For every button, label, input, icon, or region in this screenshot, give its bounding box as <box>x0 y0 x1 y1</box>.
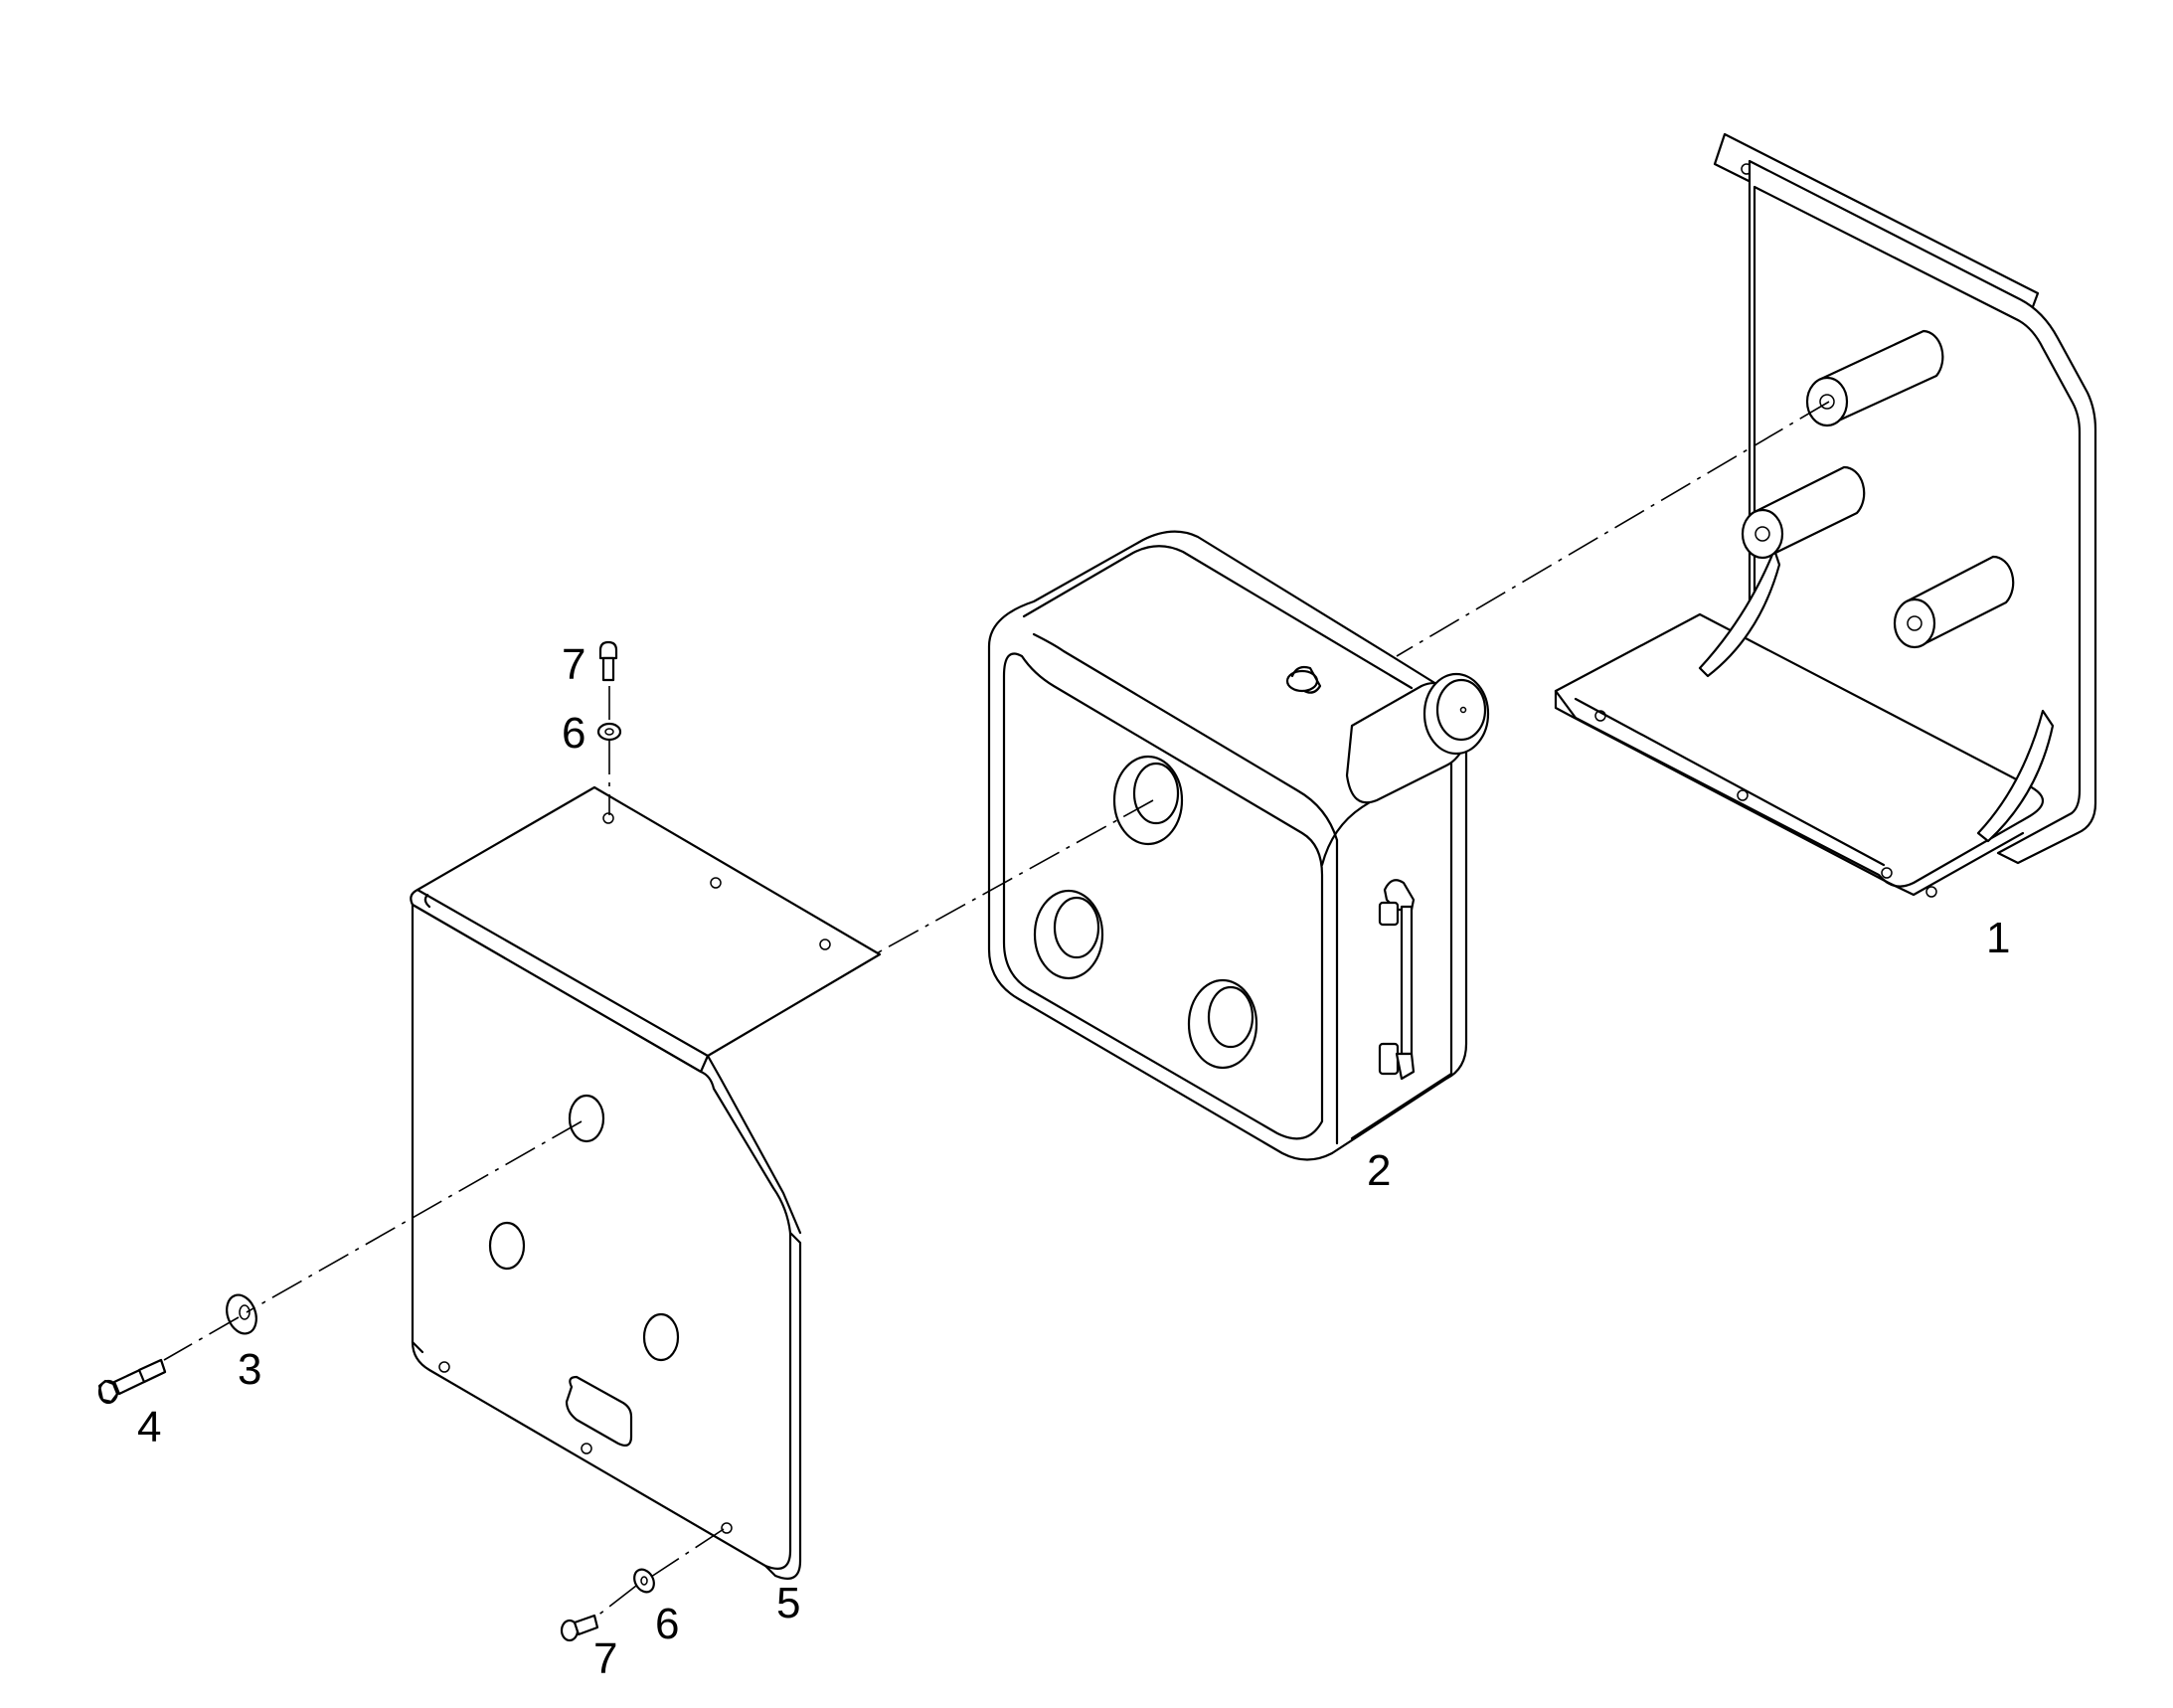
part-7-screw-top <box>598 640 618 682</box>
plate-hole-right <box>642 1312 680 1362</box>
part-1-rear-bracket <box>1554 132 2097 898</box>
callout-4: 4 <box>137 1403 161 1452</box>
plate-hole-left <box>488 1221 526 1271</box>
part-2-tank <box>987 530 1490 1161</box>
tank-vent-fitting <box>1285 665 1322 694</box>
part-6-washer-top <box>596 722 622 742</box>
callout-2: 2 <box>1367 1146 1391 1195</box>
callout-3: 3 <box>238 1345 261 1394</box>
standoff-bottom <box>1893 555 2015 649</box>
callouts: 1 2 3 4 5 6 6 7 7 <box>137 640 2010 1683</box>
plate-hole-top <box>568 1094 605 1143</box>
part-7-screw-bottom <box>560 1614 599 1642</box>
tank-filler-cap <box>1345 672 1490 804</box>
callout-7-bottom: 7 <box>593 1634 617 1683</box>
part-6-washer-bottom <box>633 1568 655 1594</box>
callout-6-bottom: 6 <box>655 1600 679 1648</box>
tank-hole-right <box>1187 978 1258 1070</box>
standoff-top <box>1805 329 1944 427</box>
callout-7-top: 7 <box>562 640 585 689</box>
callout-5: 5 <box>776 1579 800 1627</box>
tank-hole-top <box>1112 755 1184 846</box>
part-3-washer <box>226 1293 257 1335</box>
plate-slot <box>565 1375 633 1447</box>
tank-sight-gauge <box>1378 879 1416 1081</box>
part-4-bolt <box>97 1358 167 1405</box>
tank-hole-left <box>1033 889 1104 980</box>
center-lines <box>163 401 1830 1618</box>
part-5-front-bracket <box>410 785 882 1580</box>
callout-6-top: 6 <box>562 709 585 758</box>
standoff-middle <box>1741 465 1866 560</box>
callout-1: 1 <box>1986 914 2010 962</box>
